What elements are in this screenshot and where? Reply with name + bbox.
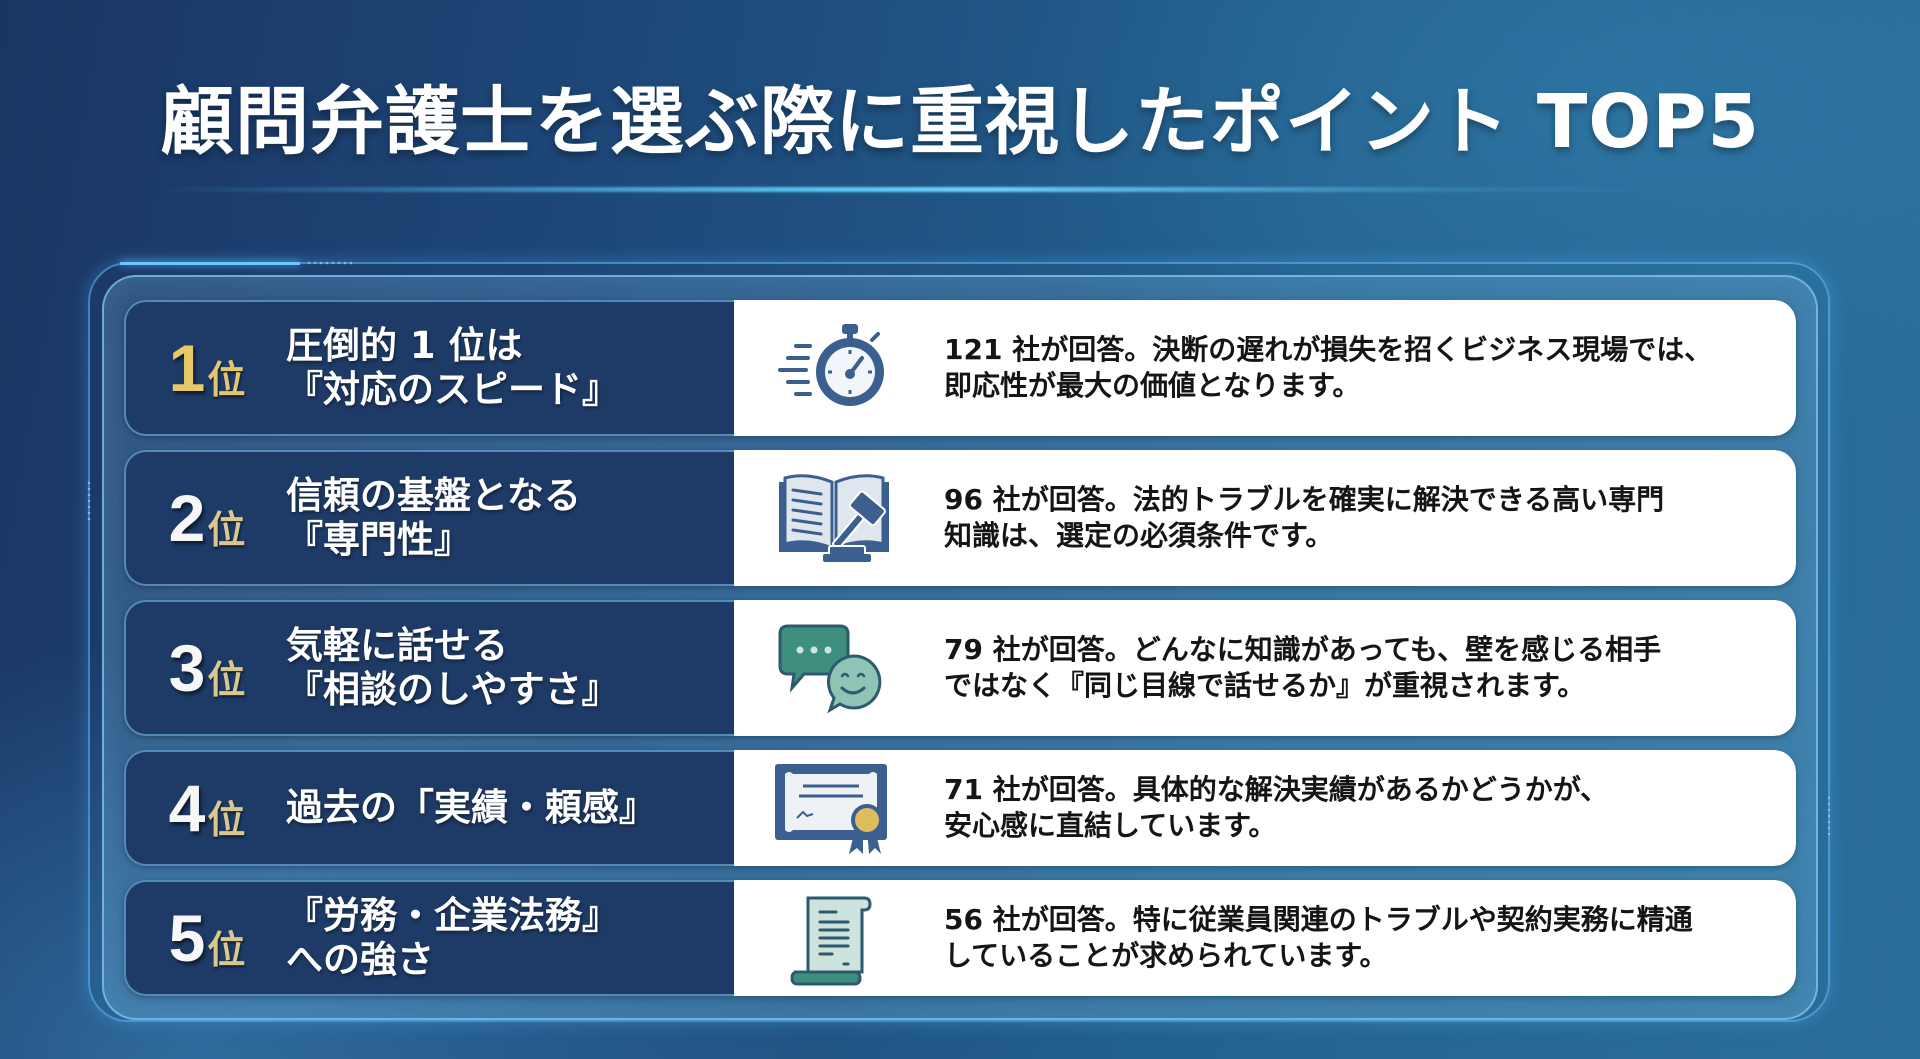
rank-description: 121 社が回答。決断の遅れが損失を招くビジネス現場では、 即応性が最大の価値と… bbox=[944, 332, 1712, 405]
ranking-row-4: 4 位 過去の「実績・頼感』 bbox=[124, 750, 1796, 866]
frame-dots-decoration bbox=[306, 261, 352, 265]
description-line: 121 社が回答。決断の遅れが損失を招くビジネス現場では、 bbox=[944, 332, 1713, 366]
heading-line: への強さ bbox=[286, 938, 434, 981]
rank-heading: 過去の「実績・頼感』 bbox=[286, 786, 656, 830]
rank-unit: 位 bbox=[207, 928, 246, 972]
law-book-gavel-icon bbox=[734, 468, 934, 568]
rank-number: 5 bbox=[168, 901, 206, 975]
description-line: 71 社が回答。具体的な解決実績があるかどうかが、 bbox=[944, 772, 1609, 806]
ranking-row-1: 1 位 圧倒的 1 位は 『対応のスピード』 bbox=[124, 300, 1796, 436]
rank-label-block: 2 位 信頼の基盤となる 『専門性』 bbox=[124, 450, 734, 586]
rank-description-block: 71 社が回答。具体的な解決実績があるかどうかが、 安心感に直結しています。 bbox=[734, 750, 1796, 866]
scroll-document-icon bbox=[734, 888, 934, 988]
rank-description-block: 79 社が回答。どんなに知識があっても、壁を感じる相手 ではなく『同じ目線で話せ… bbox=[734, 600, 1796, 736]
stopwatch-icon bbox=[734, 318, 934, 418]
page-title: 顧問弁護士を選ぶ際に重視したポイント TOP5 bbox=[160, 79, 1760, 165]
description-line: 知識は、選定の必須条件です。 bbox=[944, 519, 1334, 552]
ranking-row-5: 5 位 『労務・企業法務』 への強さ bbox=[124, 880, 1796, 996]
rank-number: 1 bbox=[168, 331, 206, 405]
rank-number: 3 bbox=[168, 631, 206, 705]
chat-bubbles-icon bbox=[734, 618, 934, 718]
rank-description: 96 社が回答。法的トラブルを確実に解決できる高い専門 知識は、選定の必須条件で… bbox=[944, 482, 1664, 555]
heading-line: 圧倒的 1 位は bbox=[286, 323, 523, 367]
rank-label-block: 4 位 過去の「実績・頼感』 bbox=[124, 750, 734, 866]
rank-unit: 位 bbox=[207, 658, 246, 702]
rank-label-block: 5 位 『労務・企業法務』 への強さ bbox=[124, 880, 734, 996]
description-line: ではなく『同じ目線で話せるか』が重視されます。 bbox=[944, 669, 1586, 702]
rank-description-block: 96 社が回答。法的トラブルを確実に解決できる高い専門 知識は、選定の必須条件で… bbox=[734, 450, 1796, 586]
description-line: 96 社が回答。法的トラブルを確実に解決できる高い専門 bbox=[944, 482, 1665, 516]
heading-line: 信頼の基盤となる bbox=[286, 473, 581, 517]
rank-description-block: 56 社が回答。特に従業員関連のトラブルや契約実務に精通 していることが求められ… bbox=[734, 880, 1796, 996]
rank-description-block: 121 社が回答。決断の遅れが損失を招くビジネス現場では、 即応性が最大の価値と… bbox=[734, 300, 1796, 436]
rank-label-block: 1 位 圧倒的 1 位は 『対応のスピード』 bbox=[124, 300, 734, 436]
rank-description: 79 社が回答。どんなに知識があっても、壁を感じる相手 ではなく『同じ目線で話せ… bbox=[944, 632, 1661, 705]
description-line: 即応性が最大の価値となります。 bbox=[944, 369, 1361, 402]
frame-dots-decoration bbox=[1827, 795, 1831, 835]
rank-badge: 3 位 bbox=[148, 635, 266, 701]
title-underline-glow bbox=[150, 187, 1670, 192]
rank-heading: 圧倒的 1 位は 『対応のスピード』 bbox=[286, 324, 619, 413]
heading-line: 『相談のしやすさ』 bbox=[286, 668, 619, 711]
rank-unit: 位 bbox=[207, 508, 246, 552]
rank-label-block: 3 位 気軽に話せる 『相談のしやすさ』 bbox=[124, 600, 734, 736]
heading-line: 『対応のスピード』 bbox=[286, 368, 619, 411]
rank-unit: 位 bbox=[207, 358, 246, 402]
description-line: していることが求められています。 bbox=[944, 939, 1388, 972]
heading-line: 『専門性』 bbox=[286, 518, 471, 561]
ranking-row-3: 3 位 気軽に話せる 『相談のしやすさ』 bbox=[124, 600, 1796, 736]
rank-number: 4 bbox=[168, 771, 206, 845]
frame-dots-decoration bbox=[87, 480, 91, 520]
rank-badge: 1 位 bbox=[148, 335, 266, 401]
rank-heading: 信頼の基盤となる 『専門性』 bbox=[286, 474, 581, 563]
description-line: 安心感に直結しています。 bbox=[944, 809, 1277, 842]
rank-heading: 気軽に話せる 『相談のしやすさ』 bbox=[286, 624, 619, 713]
rank-badge: 5 位 bbox=[148, 905, 266, 971]
description-line: 79 社が回答。どんなに知識があっても、壁を感じる相手 bbox=[944, 632, 1662, 666]
rank-description: 71 社が回答。具体的な解決実績があるかどうかが、 安心感に直結しています。 bbox=[944, 772, 1608, 845]
ranking-row-2: 2 位 信頼の基盤となる 『専門性』 bbox=[124, 450, 1796, 586]
rank-badge: 4 位 bbox=[148, 775, 266, 841]
heading-line: 『労務・企業法務』 bbox=[286, 893, 619, 937]
heading-line: 過去の「実績・頼感』 bbox=[286, 785, 656, 829]
rank-description: 56 社が回答。特に従業員関連のトラブルや契約実務に精通 していることが求められ… bbox=[944, 902, 1693, 975]
rank-unit: 位 bbox=[207, 798, 246, 842]
certificate-icon bbox=[734, 758, 934, 858]
frame-accent-line bbox=[120, 262, 300, 265]
heading-line: 気軽に話せる bbox=[286, 623, 508, 667]
description-line: 56 社が回答。特に従業員関連のトラブルや契約実務に精通 bbox=[944, 902, 1693, 936]
rank-heading: 『労務・企業法務』 への強さ bbox=[286, 894, 619, 983]
rank-number: 2 bbox=[168, 481, 206, 555]
rank-badge: 2 位 bbox=[148, 485, 266, 551]
